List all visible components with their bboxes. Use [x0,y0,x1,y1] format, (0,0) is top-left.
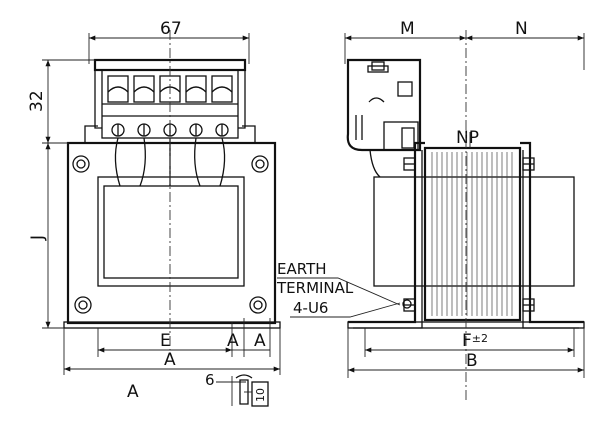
side-core-stack [373,176,575,287]
bolt-top-right [251,155,269,173]
front-coil-window-outer [97,176,245,287]
slot-width-label: 6 [205,371,215,389]
dim-B-label: B [466,351,478,371]
bolt-bottom-left [74,296,92,314]
dim-A-overall: A [63,328,281,375]
dim-M-N: M N [344,19,585,70]
bolt-bottom-right [249,296,267,314]
nameplate: NP [452,128,490,149]
dim-N-label: N [515,19,528,39]
slot-detail: 6 10 [205,371,269,407]
coil-hatching [431,152,513,316]
nameplate-label: NP [456,128,479,148]
side-bolt-top-right [522,157,535,171]
callout-line1: EARTH [277,260,327,278]
dim-F: F±2 [364,328,575,357]
dim-M-label: M [400,19,415,39]
callout-line3: 4-U6 [293,299,328,317]
dim-E: E A A [97,318,271,357]
dim-A-overall-label: A [164,350,176,370]
side-bracket-right [520,141,584,324]
dim-B: B [347,328,585,378]
dim-67-label: 67 [160,19,182,39]
dim-J-label: J [28,235,48,241]
front-coil-window-inner [103,185,239,279]
dim-67: 67 [88,19,250,64]
side-bolt-bottom-right [522,298,535,312]
dim-A1-label: A [227,331,239,351]
dim-E-label: E [160,331,171,351]
side-terminal-block [346,58,422,178]
side-bolt-top-left [403,157,416,171]
side-bolt-bottom-left [403,298,416,312]
front-view: 67 32 J E A A [27,19,281,407]
slot-length-label: 10 [254,388,267,402]
view-label-A: A [127,382,139,402]
bolt-top-left [72,155,90,173]
dim-32: 32 [27,59,95,144]
front-core-body [66,141,277,325]
earth-terminal-callout: EARTH TERMINAL 4-U6 [276,260,412,318]
callout-line2: TERMINAL [276,279,354,297]
dim-J: J [28,143,64,329]
side-view: NP M N F±2 B EARTH [276,19,585,400]
dim-32-label: 32 [27,90,47,112]
dim-A2-label: A [254,331,266,351]
side-coil [423,146,522,322]
dim-F-label: F±2 [462,331,488,351]
